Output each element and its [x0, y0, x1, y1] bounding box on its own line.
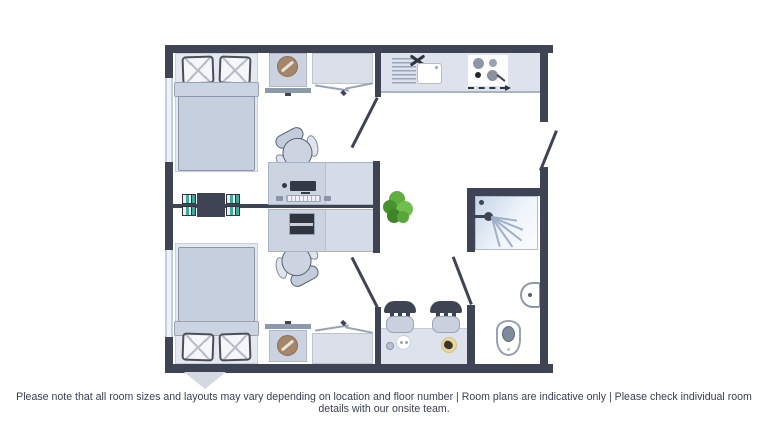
snack-dot — [405, 341, 408, 344]
room-door-top-icon — [350, 97, 378, 149]
bookshelf-icon — [197, 193, 225, 217]
stool-back — [430, 301, 462, 313]
sink-plug — [435, 66, 438, 69]
stool-seat — [432, 316, 460, 333]
speaker-dot-icon — [282, 183, 287, 188]
bed-top — [174, 53, 259, 172]
wall-top — [165, 45, 553, 53]
desk-unit — [268, 161, 380, 253]
stool-prong — [452, 311, 456, 319]
pan-handle — [496, 74, 506, 82]
stool-prong — [398, 311, 402, 319]
room-divider-line — [173, 204, 375, 208]
mouse-icon — [324, 196, 331, 201]
pan-icon — [487, 70, 498, 81]
room-floor-plan — [165, 43, 558, 373]
stool-seat — [386, 316, 414, 333]
duvet-fold — [174, 82, 259, 97]
hob-ring — [489, 59, 497, 67]
wardrobe-top — [312, 53, 373, 84]
leaf — [397, 211, 409, 223]
duvet-fold — [174, 321, 259, 336]
desk-top-return — [325, 163, 373, 204]
entrance-door-icon — [539, 130, 558, 171]
books-icon — [226, 206, 240, 216]
stool-prong — [436, 311, 440, 319]
wardrobe-bottom — [312, 333, 373, 364]
nightstand-front — [265, 324, 311, 329]
desk-bottom-return — [325, 210, 373, 251]
toilet-icon — [496, 320, 521, 356]
wall-right-upper — [540, 45, 548, 122]
hob-ring — [473, 58, 484, 69]
stool-prong — [406, 311, 410, 319]
drawer-knob — [285, 321, 291, 324]
location-pointer-icon — [184, 372, 226, 389]
snack-dot — [400, 341, 403, 344]
wall-bottom — [165, 364, 553, 373]
plant-icon — [383, 191, 413, 223]
shower-arm — [475, 215, 487, 218]
duvet — [178, 96, 255, 171]
lamp-highlight — [280, 60, 295, 73]
pillow-icon — [218, 55, 252, 85]
laptop-hinge — [290, 223, 313, 226]
desk-partition — [373, 161, 380, 253]
wall-bathroom-left-lower — [467, 305, 475, 364]
lamp-icon — [277, 335, 298, 356]
shower-head-icon — [484, 212, 493, 221]
cup-icon — [386, 342, 394, 350]
basin-plug — [528, 293, 532, 297]
keyboard-icon — [286, 195, 321, 202]
wall-left-lower — [165, 337, 173, 372]
stool-prong — [444, 311, 448, 319]
drawer-knob — [285, 93, 291, 96]
wall-left-middle — [165, 162, 173, 250]
stool-icon — [430, 301, 462, 333]
stool-back — [384, 301, 416, 313]
sink-icon — [417, 63, 442, 84]
nightstand-front — [265, 88, 311, 93]
toilet-seat — [502, 326, 515, 342]
books-icon — [182, 194, 196, 204]
pillow-icon — [181, 332, 215, 362]
duvet — [178, 247, 255, 322]
toilet-dot — [507, 348, 510, 351]
wall-right-lower — [540, 167, 548, 372]
stool-prong — [390, 311, 394, 319]
pillow-icon — [181, 55, 215, 85]
shower-drain — [479, 200, 484, 205]
window-icon — [165, 78, 173, 162]
lamp-icon — [277, 56, 298, 77]
lamp-highlight — [280, 339, 295, 352]
monitor-icon — [290, 181, 316, 191]
laptop-icon — [289, 213, 315, 235]
stool-icon — [384, 301, 416, 333]
bathroom-door-icon — [451, 256, 472, 305]
window-icon — [165, 250, 173, 337]
hob-ring — [475, 72, 481, 78]
books-icon — [182, 206, 196, 216]
dashed-arrow-icon — [468, 87, 506, 89]
pillow-icon — [218, 332, 252, 362]
wall-bathroom-left-upper — [467, 188, 475, 252]
monitor-stand — [301, 192, 310, 194]
wall-left-upper — [165, 45, 173, 78]
disclaimer-text: Please note that all room sizes and layo… — [16, 391, 752, 415]
wall-kitchen-divider — [375, 53, 381, 97]
mouse-icon — [276, 196, 283, 201]
croissant-plate-icon — [441, 337, 457, 353]
plate-icon — [396, 335, 411, 350]
room-door-bottom-icon — [350, 256, 378, 308]
wall-bar-divider — [375, 307, 381, 364]
arrow-head — [505, 84, 511, 91]
croissant — [442, 339, 455, 351]
wall-bathroom-top — [467, 188, 540, 196]
nightstand-bottom — [265, 321, 312, 367]
bed-bottom — [174, 243, 259, 364]
books-icon — [226, 194, 240, 204]
hob-icon — [468, 55, 508, 86]
nightstand-top — [265, 52, 312, 98]
